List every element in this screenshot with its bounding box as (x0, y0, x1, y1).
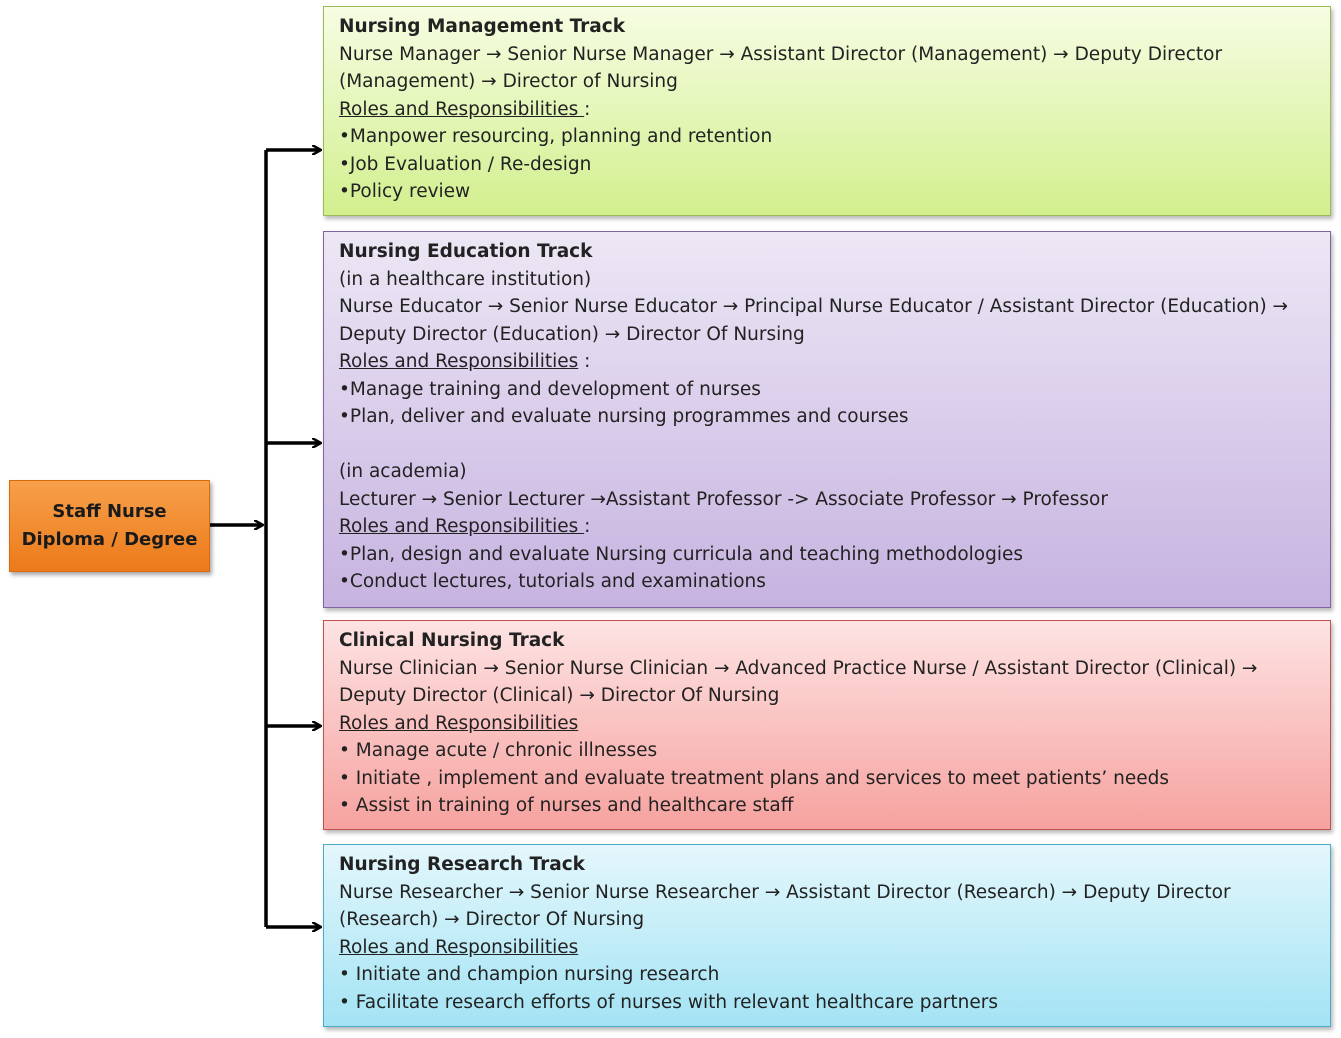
responsibility-item: •Manpower resourcing, planning and reten… (339, 126, 773, 147)
responsibility-item: •Plan, design and evaluate Nursing curri… (339, 543, 1023, 565)
responsibility-item: •Conduct lectures, tutorials and examina… (339, 571, 766, 592)
career-path-line: (Management) → Director of Nursing (339, 71, 678, 92)
research-track-box: Nursing Research Track Nurse Researcher … (323, 844, 1331, 1027)
career-path-line: Nurse Educator → Senior Nurse Educator →… (339, 296, 1289, 317)
responsibility-item: •Manage training and development of nurs… (339, 378, 761, 400)
track-title: Nursing Management Track (339, 16, 626, 37)
responsibility-item: • Manage acute / chronic illnesses (339, 740, 658, 761)
clinical-track-box: Clinical Nursing Track Nurse Clinician →… (323, 620, 1331, 830)
responsibility-item: • Initiate , implement and evaluate trea… (339, 767, 1169, 789)
career-path-line: Deputy Director (Clinical) → Director Of… (339, 685, 780, 706)
career-path-line: Nurse Clinician → Senior Nurse Clinician… (339, 657, 1258, 679)
responsibility-item: • Initiate and champion nursing research (339, 964, 720, 985)
roles-label: Roles and Responsibilities (339, 936, 579, 958)
spacer (339, 431, 1318, 459)
education-track-box: Nursing Education Track (in a healthcare… (323, 231, 1331, 608)
roles-label: Roles and Responsibilities (339, 351, 579, 372)
setting-label: (in a healthcare institution) (339, 268, 592, 290)
roles-heading: Roles and Responsibilities (339, 934, 1318, 962)
roles-label: Roles and Responsibilities (339, 98, 585, 120)
root-line-1: Staff Nurse (52, 501, 167, 522)
career-path-line: Nurse Researcher → Senior Nurse Research… (339, 881, 1231, 903)
responsibility-item: •Job Evaluation / Re-design (339, 153, 592, 175)
roles-heading: Roles and Responsibilities (339, 710, 1318, 738)
career-path-line: Lecturer → Senior Lecturer →Assistant Pr… (339, 488, 1108, 510)
roles-suffix: : (578, 351, 591, 372)
career-path-line: Nurse Manager → Senior Nurse Manager → A… (339, 43, 1223, 65)
roles-heading: Roles and Responsibilities : (339, 96, 1318, 124)
root-line-2: Diploma / Degree (21, 529, 198, 550)
responsibility-item: •Policy review (339, 181, 471, 202)
responsibility-item: •Plan, deliver and evaluate nursing prog… (339, 406, 909, 427)
management-track-box: Nursing Management Track Nurse Manager →… (323, 6, 1331, 216)
track-title: Nursing Education Track (339, 241, 593, 262)
roles-label: Roles and Responsibilities (339, 516, 585, 537)
track-title: Nursing Research Track (339, 854, 585, 875)
career-path-line: (Research) → Director Of Nursing (339, 909, 645, 930)
roles-heading: Roles and Responsibilities : (339, 348, 1318, 376)
track-title: Clinical Nursing Track (339, 630, 565, 651)
staff-nurse-node: Staff Nurse Diploma / Degree (9, 480, 210, 572)
roles-heading: Roles and Responsibilities : (339, 513, 1318, 541)
responsibility-item: • Facilitate research efforts of nurses … (339, 991, 999, 1013)
career-path-line: Deputy Director (Education) → Director O… (339, 323, 805, 345)
setting-label: (in academia) (339, 461, 467, 482)
roles-suffix: : (584, 98, 591, 120)
responsibility-item: • Assist in training of nurses and healt… (339, 795, 794, 816)
roles-suffix: : (584, 516, 591, 537)
roles-label: Roles and Responsibilities (339, 712, 579, 734)
